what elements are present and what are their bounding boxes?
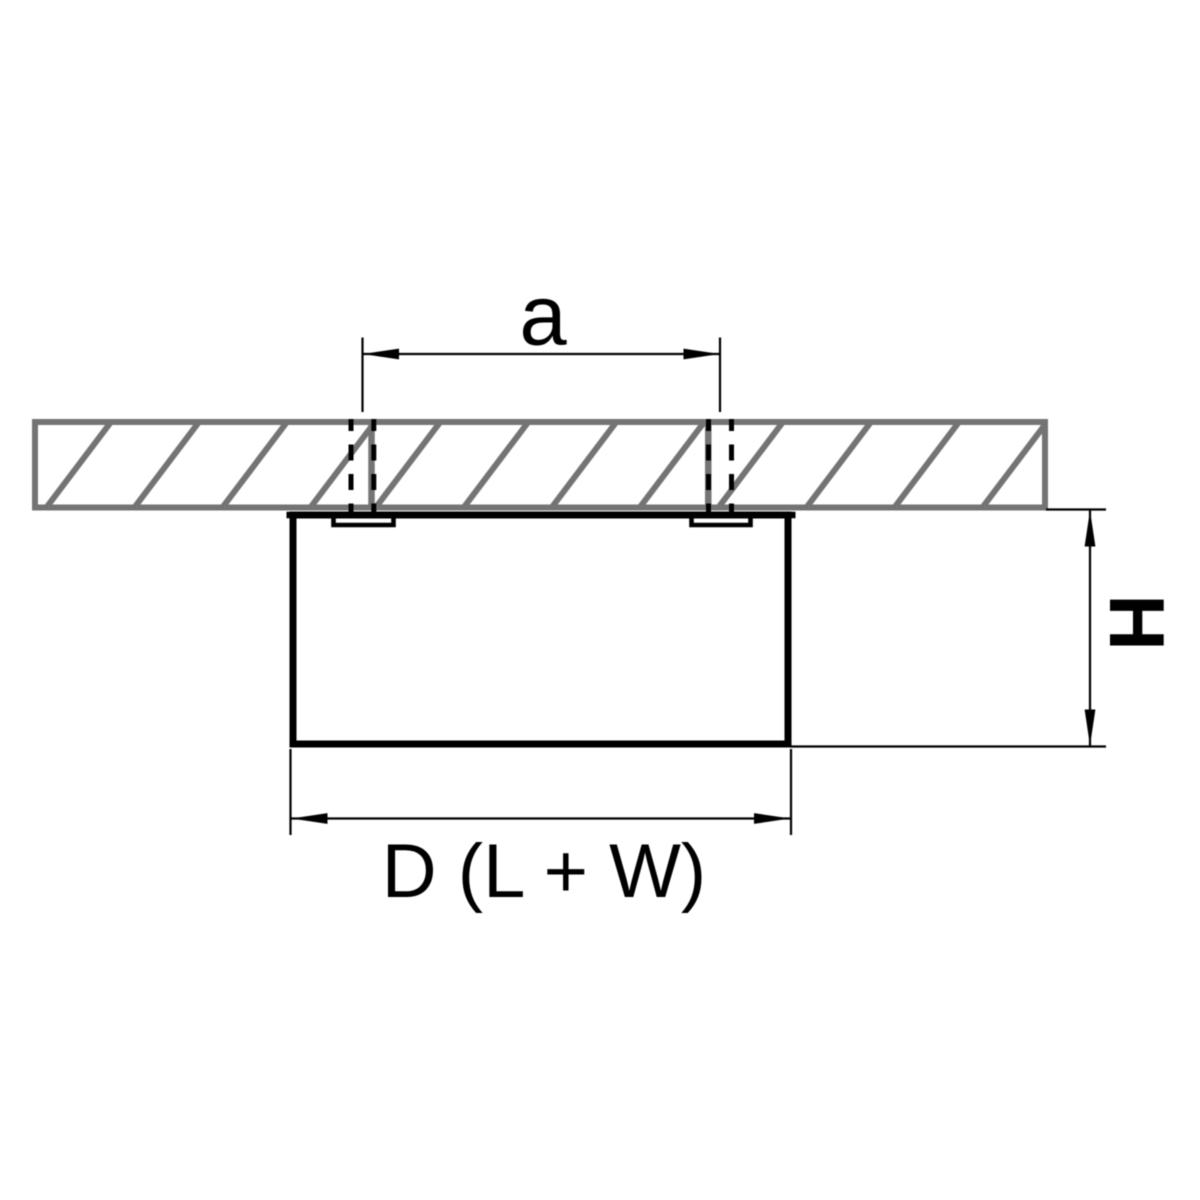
svg-text:D (L + W): D (L + W) <box>382 829 706 914</box>
svg-text:H: H <box>1093 594 1181 650</box>
svg-text:a: a <box>519 269 567 364</box>
